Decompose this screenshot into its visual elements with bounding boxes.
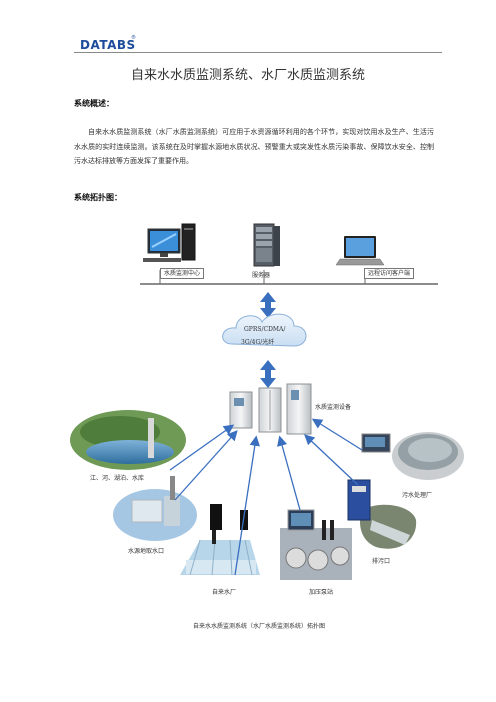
desktop-pc-icon xyxy=(143,223,196,262)
remote-client-label: 远程访问客户端 xyxy=(364,268,415,279)
up-down-arrow-icon xyxy=(260,360,276,388)
overview-heading: 系统概述： xyxy=(74,98,114,108)
brand-logo: DATABS xyxy=(80,38,136,52)
server-icon xyxy=(253,223,280,267)
sewage-plant-label: 污水处理厂 xyxy=(402,492,433,499)
monitor-center-label: 水质监测中心 xyxy=(160,268,205,279)
monitoring-cabinets-icon xyxy=(229,383,312,435)
water-intake-photo xyxy=(113,476,197,541)
sewage-plant-photo xyxy=(361,432,464,480)
network-label-line1: GPRS/CDMA/ xyxy=(244,326,286,333)
laptop-icon xyxy=(335,236,385,266)
intake-label: 水源地取水口 xyxy=(128,548,165,555)
server-label: 服务器 xyxy=(252,272,271,279)
pump-station-photo xyxy=(280,509,352,580)
network-cloud-icon xyxy=(222,313,307,347)
topology-heading: 系统拓扑图： xyxy=(74,192,122,202)
waterworks-label: 自来水厂 xyxy=(212,589,237,596)
sewage-outlet-photo xyxy=(347,479,417,549)
pump-station-label: 加压泵站 xyxy=(309,589,334,596)
up-down-arrow-icon xyxy=(260,292,276,318)
outlet-label: 排污口 xyxy=(372,558,391,565)
registered-mark: ® xyxy=(131,35,136,41)
river-label: 江、河、湖泊、水库 xyxy=(90,475,145,482)
reservoir-photo xyxy=(70,410,186,470)
overview-paragraph: 自来水水质监测系统（水厂水质监测系统）可应用于水资源循环利用的各个环节，实现对饮… xyxy=(74,128,434,165)
header-divider xyxy=(74,52,442,53)
page-title: 自来水水质监测系统、水厂水质监测系统 xyxy=(130,68,365,83)
equipment-label: 水质监测设备 xyxy=(315,404,352,411)
diagram-caption: 自来水水质监测系统（水厂水质监测系统）拓扑图 xyxy=(193,623,326,630)
network-label-line2: 3G/4G/光纤 xyxy=(241,339,275,346)
waterworks-photo xyxy=(180,504,260,576)
